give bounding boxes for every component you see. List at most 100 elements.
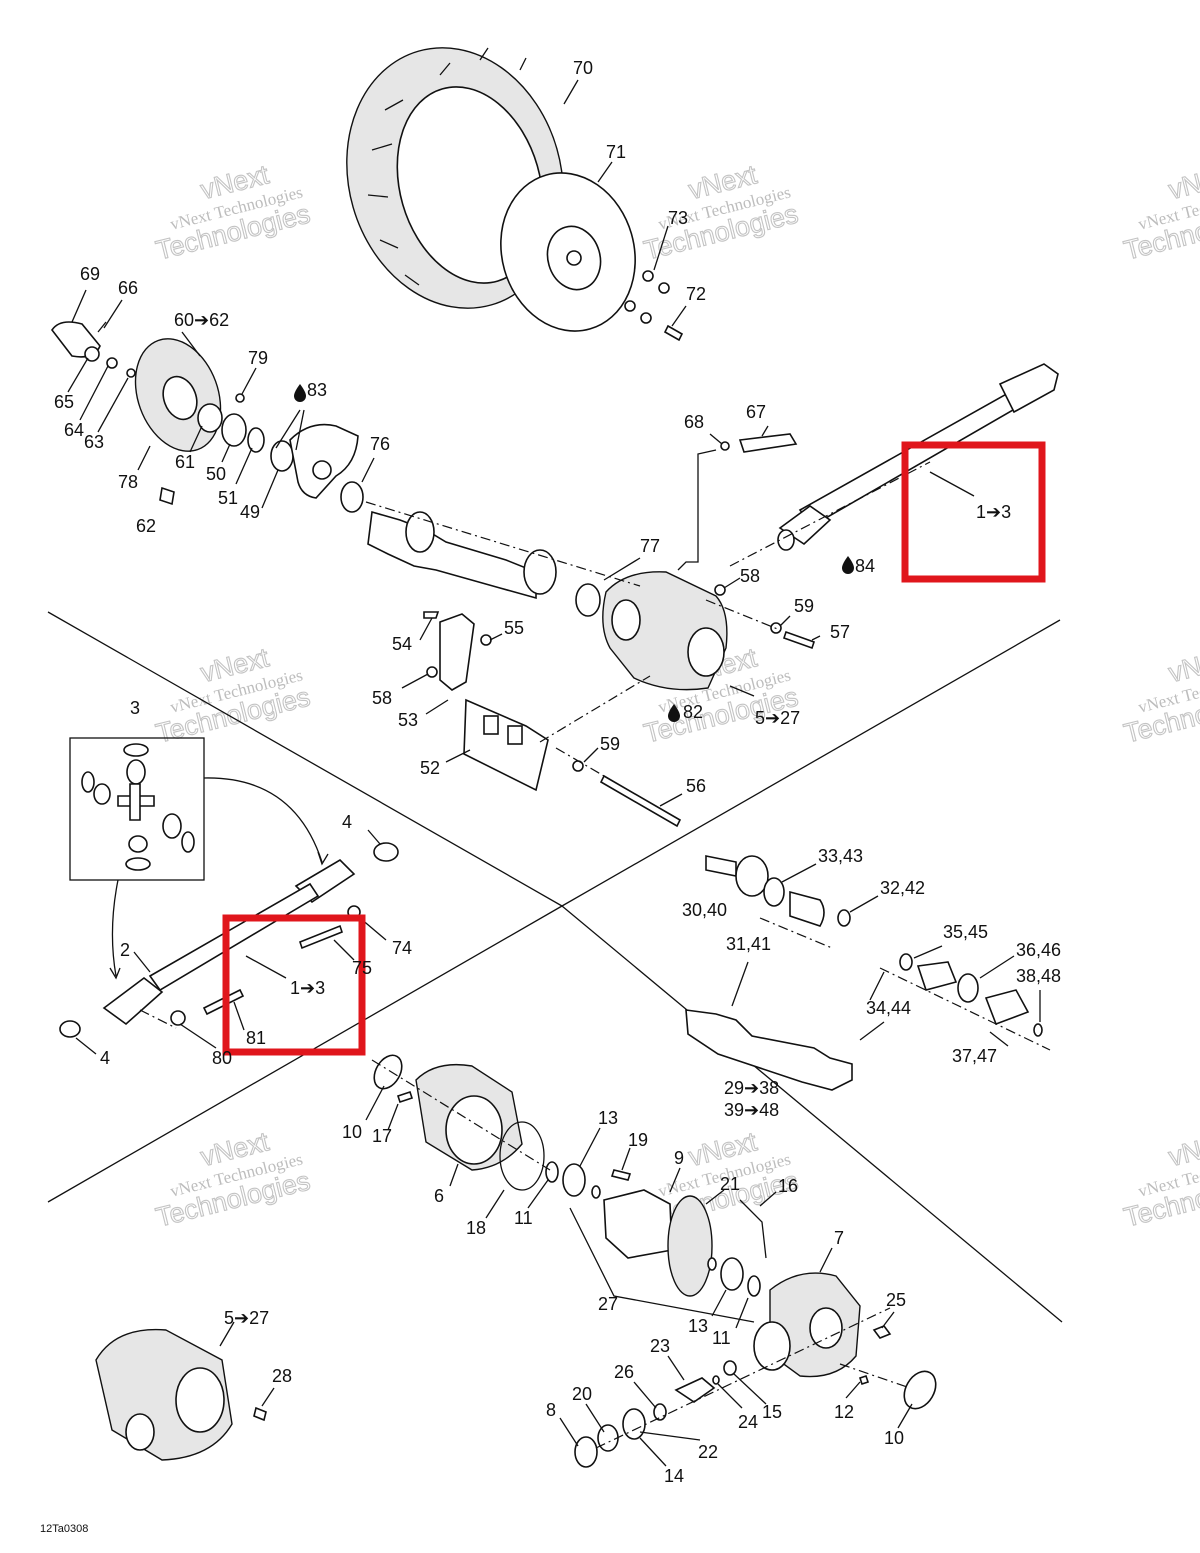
callout-55: 55 [504, 618, 524, 638]
snap-ring [181, 831, 195, 853]
callout-64: 64 [64, 420, 84, 440]
leader [735, 1297, 749, 1329]
leader [979, 955, 1015, 979]
leader-lines [67, 79, 1041, 1467]
stub-shaft [705, 855, 737, 877]
callout-73: 73 [668, 208, 688, 228]
callout-12: 12 [834, 1402, 854, 1422]
diff-output [687, 627, 725, 677]
callout-61: 61 [175, 452, 195, 472]
callout-26: 26 [614, 1362, 634, 1382]
leader [295, 409, 305, 451]
callout-4: 4 [100, 1048, 110, 1068]
o-ring-18 [499, 1121, 545, 1191]
u-joint-inset [69, 737, 329, 980]
callout-58: 58 [372, 688, 392, 708]
leader [639, 1431, 701, 1441]
leader [387, 1103, 399, 1131]
centerline [879, 967, 1051, 1051]
callout-22: 22 [698, 1442, 718, 1462]
leader [781, 863, 817, 883]
callout-70: 70 [573, 58, 593, 78]
callout-38-48: 38,48 [1016, 966, 1061, 986]
bearing-cup [162, 813, 182, 839]
leader [401, 673, 429, 689]
hub-center [162, 375, 198, 421]
coupler-20 [597, 1424, 619, 1452]
yoke-end [777, 529, 795, 551]
bearing-22 [622, 1408, 646, 1440]
snap-ring [123, 743, 149, 757]
nut-73 [624, 300, 636, 312]
nut-73 [640, 312, 652, 324]
boot-4 [59, 1020, 81, 1038]
watermark: vNext vNext Technologies Technologies [152, 1126, 313, 1234]
wheel-nuts [624, 270, 684, 342]
seal-10 [373, 1054, 403, 1090]
divider-line [561, 619, 1061, 907]
callout-76: 76 [370, 434, 390, 454]
bearing [128, 835, 148, 853]
leader [859, 1021, 885, 1041]
clip-68 [720, 441, 730, 451]
callout-83: 83 [307, 380, 327, 400]
leader [219, 1321, 235, 1347]
leader [445, 749, 471, 763]
bearing-49 [270, 440, 294, 472]
leader [97, 377, 129, 433]
tire-assembly [346, 47, 636, 332]
callout-29-38: 29➔38 [724, 1078, 779, 1098]
hub-assembly [51, 321, 364, 513]
cv-joint-30 [735, 855, 769, 897]
callout-84: 84 [855, 556, 875, 576]
centerline [365, 501, 641, 587]
rear-differential [373, 1054, 937, 1468]
pinion-23 [674, 1377, 716, 1403]
leader [845, 1381, 861, 1399]
leader [181, 331, 201, 357]
seal-10 [903, 1370, 937, 1410]
leader [133, 951, 151, 973]
yoke [102, 976, 164, 1026]
bracket-27 [569, 1207, 755, 1323]
callout-78: 78 [118, 472, 138, 492]
shim-11 [747, 1275, 761, 1297]
nut-73 [642, 270, 654, 282]
clamp-36 [957, 973, 979, 1003]
inset-arrowhead [109, 967, 121, 980]
leader [989, 1031, 1009, 1047]
highlight-box[interactable] [901, 441, 1046, 583]
leader [179, 1023, 217, 1049]
leader [579, 1127, 601, 1167]
vent-tube-67 [738, 433, 798, 453]
callout-59: 59 [794, 596, 814, 616]
leader [425, 699, 449, 715]
leader [103, 299, 123, 329]
bearing-cup [93, 783, 111, 805]
callout-6: 6 [434, 1186, 444, 1206]
yoke-top [998, 363, 1059, 414]
callout-68: 68 [684, 412, 704, 432]
centerlines [365, 461, 1051, 1389]
nut-15 [723, 1360, 737, 1376]
callout-51: 51 [218, 488, 238, 508]
diff-carrier-27 [603, 1189, 673, 1259]
callout-50: 50 [206, 464, 226, 484]
leader [67, 357, 89, 393]
centerline [371, 1059, 551, 1171]
leader [71, 289, 87, 323]
callout-81: 81 [246, 1028, 266, 1048]
leader [761, 425, 769, 437]
callout-49: 49 [240, 502, 260, 522]
screw-79 [235, 393, 245, 403]
callout-52: 52 [420, 758, 440, 778]
bolt-54 [423, 611, 440, 619]
washer-64 [106, 357, 118, 369]
watermark: vNext vNext Technologies Technologies [152, 159, 313, 267]
divider-line [561, 905, 1063, 1323]
callout-71: 71 [606, 142, 626, 162]
highlight-box[interactable] [222, 914, 366, 1056]
front-differential [602, 433, 798, 691]
seal-50 [221, 413, 247, 447]
callout-34-44: 34,44 [866, 998, 911, 1018]
